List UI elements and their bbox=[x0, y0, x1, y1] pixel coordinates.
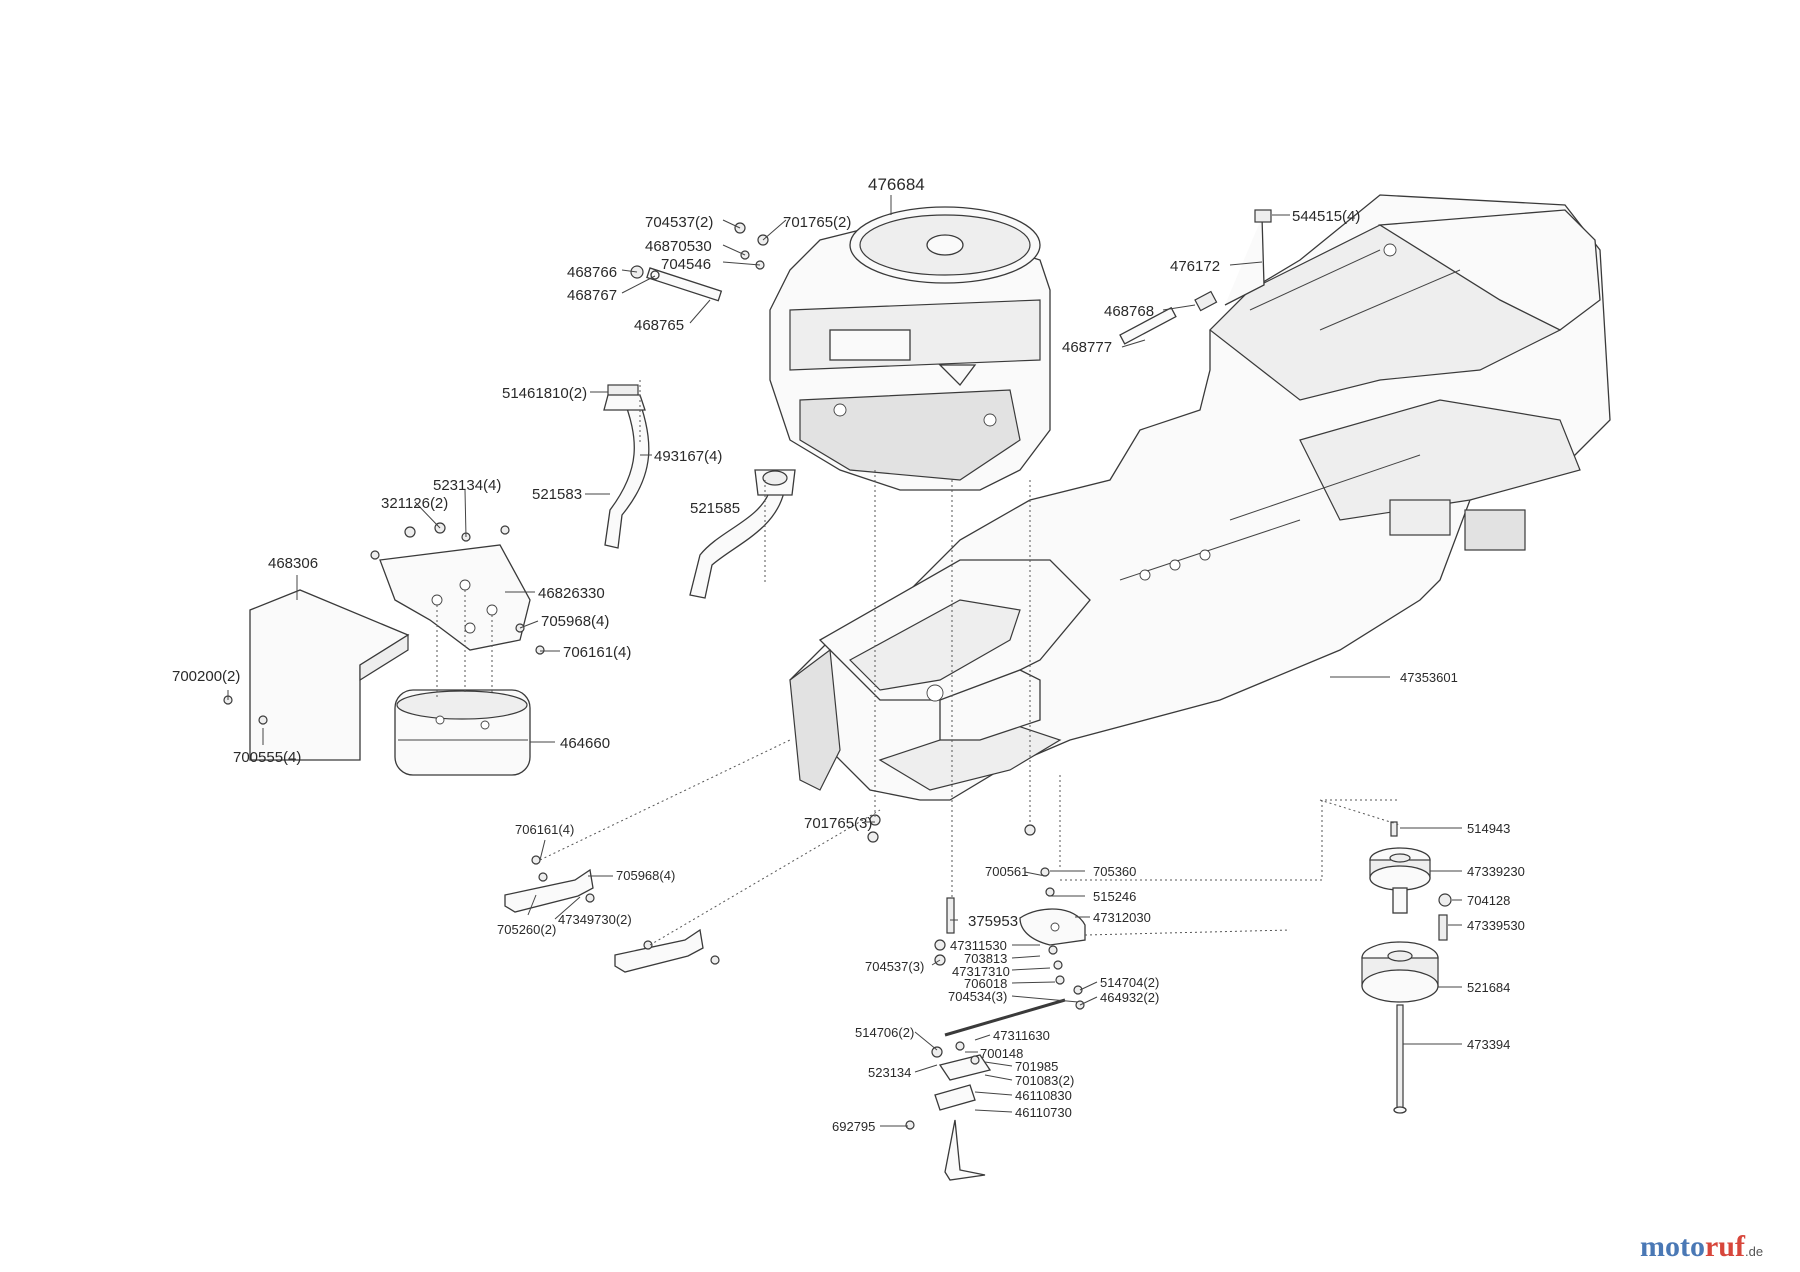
component-drawings bbox=[223, 194, 1611, 1181]
label-514943: 514943 bbox=[1467, 821, 1510, 836]
label-523134: 523134 bbox=[868, 1065, 911, 1080]
watermark-part1: moto bbox=[1640, 1230, 1705, 1263]
label-47317310: 47317310 bbox=[952, 964, 1010, 979]
label-47311630: 47311630 bbox=[993, 1028, 1050, 1043]
label-464932-2: 464932(2) bbox=[1100, 990, 1159, 1005]
label-468765: 468765 bbox=[634, 317, 684, 334]
label-51461810-2: 51461810(2) bbox=[502, 385, 587, 402]
label-701985: 701985 bbox=[1015, 1059, 1058, 1074]
label-700200-2: 700200(2) bbox=[172, 668, 240, 685]
rear-bracket-upper-drawing bbox=[504, 868, 594, 913]
label-47312030: 47312030 bbox=[1093, 910, 1151, 925]
label-523134-4: 523134(4) bbox=[433, 477, 501, 494]
label-515246: 515246 bbox=[1093, 889, 1136, 904]
label-521684: 521684 bbox=[1467, 980, 1510, 995]
part-labels: 476684 704537(2) 701765(2) 46870530 7045… bbox=[172, 175, 1525, 1134]
label-464660: 464660 bbox=[560, 735, 610, 752]
clutch-bolt-drawing bbox=[1393, 1004, 1407, 1114]
label-47353601: 47353601 bbox=[1400, 670, 1458, 685]
label-46826330: 46826330 bbox=[538, 585, 605, 602]
watermark-tld: .de bbox=[1745, 1244, 1763, 1259]
label-704546: 704546 bbox=[661, 256, 711, 273]
label-46870530: 46870530 bbox=[645, 238, 712, 255]
watermark-logo: motoruf.de bbox=[1640, 1230, 1763, 1263]
label-468768: 468768 bbox=[1104, 303, 1154, 320]
label-47349730-2: 47349730(2) bbox=[558, 912, 632, 927]
label-46110830: 46110830 bbox=[1015, 1088, 1072, 1103]
label-46110730: 46110730 bbox=[1015, 1105, 1072, 1120]
label-468767: 468767 bbox=[567, 287, 617, 304]
label-700555-4: 700555(4) bbox=[233, 749, 301, 766]
fuel-pipe-drawing bbox=[1119, 209, 1272, 345]
label-521583: 521583 bbox=[532, 486, 582, 503]
label-705360: 705360 bbox=[1093, 864, 1136, 879]
label-476684: 476684 bbox=[868, 175, 925, 194]
engine-drawing bbox=[769, 206, 1051, 491]
label-468777: 468777 bbox=[1062, 339, 1112, 356]
label-705968-4-a: 705968(4) bbox=[541, 613, 609, 630]
label-705968-4-b: 705968(4) bbox=[616, 868, 675, 883]
label-705260-2: 705260(2) bbox=[497, 922, 556, 937]
muffler-bracket-drawing bbox=[379, 544, 531, 651]
label-700148: 700148 bbox=[980, 1046, 1023, 1061]
alignment-lines bbox=[436, 380, 1401, 946]
clutch-drawing bbox=[1361, 941, 1439, 1003]
label-47311530: 47311530 bbox=[950, 938, 1007, 953]
label-704537-2: 704537(2) bbox=[645, 214, 713, 231]
label-704534-3: 704534(3) bbox=[948, 989, 1007, 1004]
fastener-glyphs bbox=[223, 222, 1452, 1130]
label-375953: 375953 bbox=[968, 913, 1018, 930]
label-521585: 521585 bbox=[690, 500, 740, 517]
exhaust-pipe-left-drawing bbox=[603, 384, 650, 549]
pivot-bracket-drawing bbox=[1019, 908, 1086, 946]
label-692795: 692795 bbox=[832, 1119, 875, 1134]
exhaust-pipe-right-drawing bbox=[689, 469, 796, 599]
label-704128: 704128 bbox=[1467, 893, 1510, 908]
leader-lines bbox=[227, 195, 1462, 1127]
label-514704-2: 514704(2) bbox=[1100, 975, 1159, 990]
label-468766: 468766 bbox=[567, 264, 617, 281]
label-544515-4: 544515(4) bbox=[1292, 208, 1360, 225]
muffler-drawing bbox=[394, 689, 531, 776]
label-700561: 700561 bbox=[985, 864, 1028, 879]
label-703813: 703813 bbox=[964, 951, 1007, 966]
watermark-text: motoruf.de bbox=[1640, 1230, 1763, 1263]
watermark-part2: ruf bbox=[1705, 1230, 1746, 1263]
label-701083-2: 701083(2) bbox=[1015, 1073, 1074, 1088]
label-476172: 476172 bbox=[1170, 258, 1220, 275]
label-704537-3: 704537(3) bbox=[865, 959, 924, 974]
label-493167-4: 493167(4) bbox=[654, 448, 722, 465]
label-706018: 706018 bbox=[964, 976, 1007, 991]
label-706161-4-b: 706161(4) bbox=[515, 822, 574, 837]
pulley-drawing bbox=[1369, 847, 1431, 914]
label-473394: 473394 bbox=[1467, 1037, 1510, 1052]
label-706161-4-a: 706161(4) bbox=[563, 644, 631, 661]
label-514706-2: 514706(2) bbox=[855, 1025, 914, 1040]
label-701765-3: 701765(3) bbox=[804, 815, 872, 832]
heat-shield-drawing bbox=[249, 589, 410, 761]
label-47339530: 47339530 bbox=[1467, 918, 1525, 933]
label-47339230: 47339230 bbox=[1467, 864, 1525, 879]
label-468306: 468306 bbox=[268, 555, 318, 572]
label-321126-2: 321126(2) bbox=[381, 495, 448, 512]
chassis-frame-drawing bbox=[789, 194, 1611, 801]
rear-bracket-lower-drawing bbox=[614, 928, 704, 973]
label-701765-2: 701765(2) bbox=[783, 214, 851, 231]
